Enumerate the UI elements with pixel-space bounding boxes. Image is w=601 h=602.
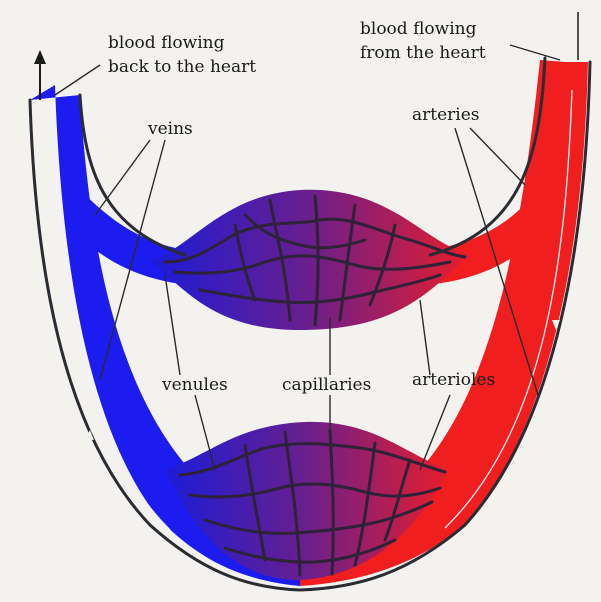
label-arterioles: arterioles (412, 370, 495, 390)
label-veins: veins (147, 119, 193, 139)
upper-capillary-bed (150, 190, 470, 330)
label-from-line1: blood flowing (360, 19, 477, 39)
flow-arrow-down-right-2 (525, 450, 533, 460)
label-back-line2: back to the heart (108, 57, 256, 77)
label-capillaries: capillaries (282, 375, 371, 395)
label-venules: venules (161, 375, 228, 395)
label-arteries: arteries (412, 105, 480, 125)
label-from-line2: from the heart (360, 43, 486, 63)
label-back-line1: blood flowing (108, 33, 225, 53)
